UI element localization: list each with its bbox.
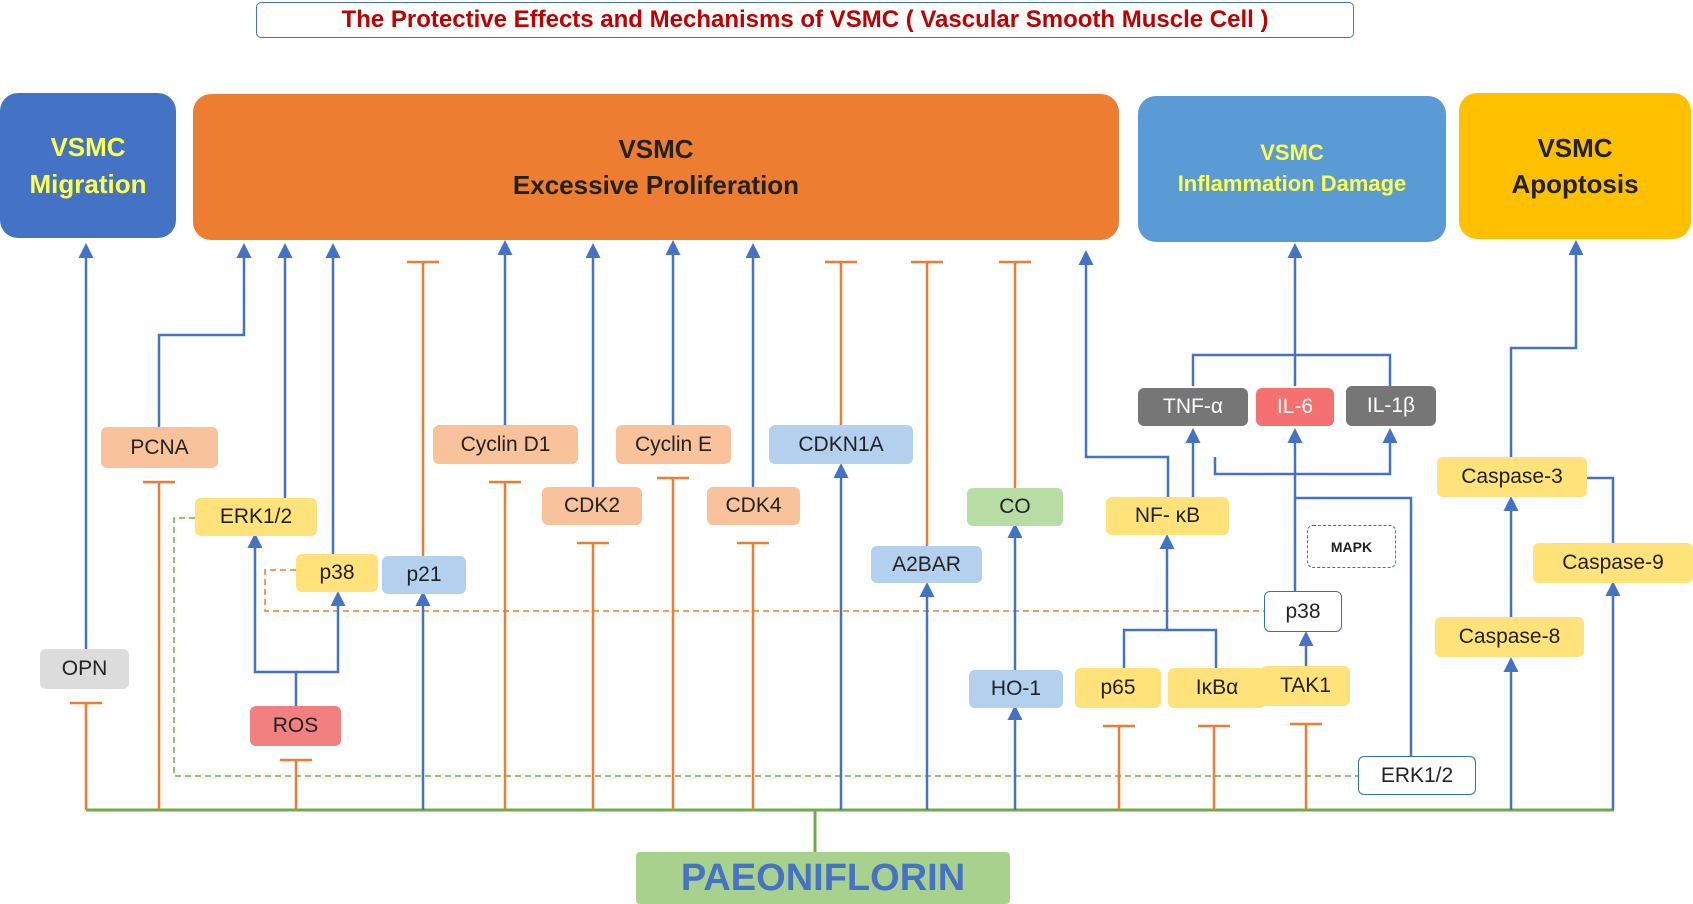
- diagram-title: The Protective Effects and Mechanisms of…: [256, 2, 1354, 38]
- apoptosis-header-line1: VSMC: [1537, 132, 1613, 163]
- nfkb-to-il1b-arrow: [1213, 428, 1398, 476]
- apoptosis-header-line2: Apoptosis: [1511, 169, 1639, 199]
- il1b-node: IL-1β: [1346, 386, 1436, 426]
- tnfa-node: TNF-α: [1138, 388, 1248, 426]
- caspase9-to-caspase3-arrow: [1572, 470, 1615, 543]
- migration-header-line1: VSMC: [50, 132, 126, 163]
- erk12-left-node: ERK1/2: [195, 498, 317, 536]
- proliferation-header-line2: Excessive Proliferation: [512, 170, 800, 200]
- ho1-node: HO-1: [969, 670, 1063, 708]
- a2bar-node: A2BAR: [871, 546, 982, 583]
- p38-left-node: p38: [296, 554, 378, 592]
- p38-dashed-link: [264, 569, 1265, 612]
- migration-header-line2: Migration: [29, 168, 147, 199]
- proliferation-header-line1: VSMC: [618, 133, 694, 164]
- paeoniflorin-box: PAEONIFLORIN: [636, 852, 1010, 904]
- il6-node: IL-6: [1256, 388, 1334, 426]
- p38-right-node: p38: [1264, 591, 1342, 632]
- caspase3-node: Caspase-3: [1437, 457, 1587, 497]
- inflammation-header-line2: Inflammation Damage: [1177, 171, 1407, 196]
- proliferation-header: VSMC Excessive Proliferation: [193, 94, 1119, 240]
- ros-to-p38-arrow: [296, 591, 346, 674]
- nfkb-to-proliferation-arrow: [1078, 250, 1170, 497]
- cyclin-d1-node: Cyclin D1: [433, 425, 578, 464]
- inflammation-header-line1: VSMC: [1260, 140, 1324, 166]
- co-node: CO: [967, 488, 1063, 526]
- erk12-right-node: ERK1/2: [1358, 756, 1476, 795]
- caspase8-node: Caspase-8: [1435, 617, 1584, 657]
- ros-to-erk-arrow: [247, 533, 298, 706]
- opn-node: OPN: [40, 649, 129, 689]
- caspase9-node: Caspase-9: [1533, 543, 1693, 583]
- migration-header: VSMC Migration: [0, 93, 176, 238]
- pcna-to-proliferation-arrow: [157, 243, 252, 427]
- tak1-node: TAK1: [1261, 666, 1350, 706]
- ros-node: ROS: [250, 706, 341, 746]
- p65-node: p65: [1075, 668, 1161, 708]
- nfkb-node: NF- κB: [1106, 497, 1229, 535]
- pcna-node: PCNA: [101, 427, 218, 468]
- cdkn1a-node: CDKN1A: [769, 425, 913, 464]
- caspase3-to-apoptosis-arrow: [1509, 240, 1584, 457]
- cytokines-to-inflammation-arrow: [1191, 246, 1392, 386]
- erk-dashed-link: [173, 517, 1360, 777]
- inflammation-header: VSMC Inflammation Damage: [1138, 96, 1446, 242]
- cdk2-node: CDK2: [542, 487, 642, 525]
- cyclin-e-node: Cyclin E: [616, 425, 731, 464]
- cdk4-node: CDK4: [707, 487, 800, 525]
- mapk-node: MAPK: [1307, 525, 1396, 568]
- p21-node: p21: [382, 556, 466, 594]
- erk-right-to-il6-link: [1295, 496, 1413, 757]
- apoptosis-header: VSMC Apoptosis: [1459, 93, 1691, 239]
- p65-ikba-to-nfkb-arrow: [1122, 537, 1218, 668]
- ikba-node: IκBα: [1168, 668, 1266, 708]
